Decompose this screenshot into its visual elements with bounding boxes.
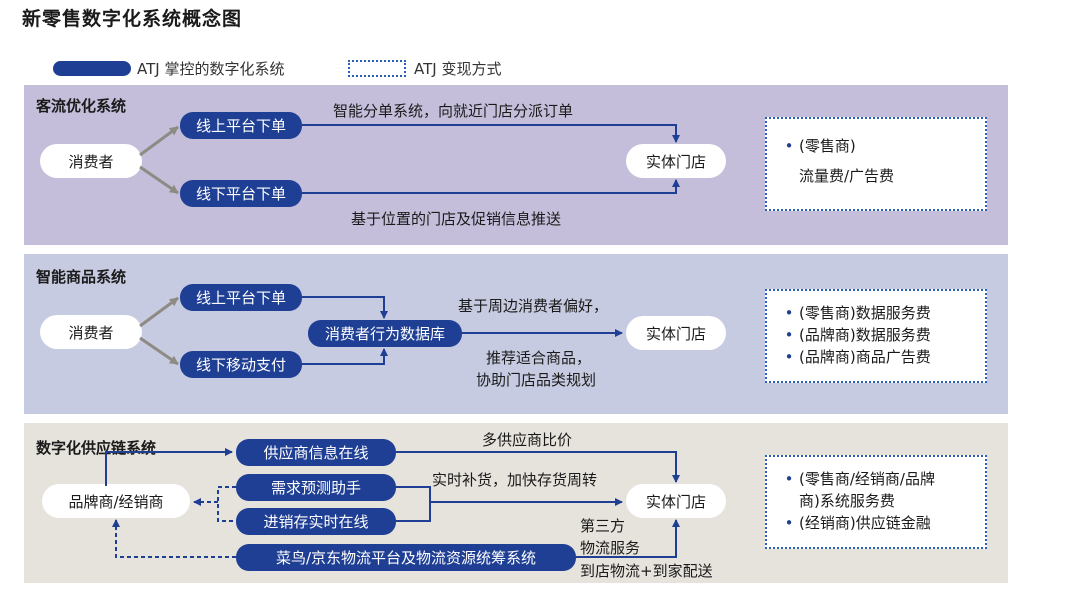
logistics-service-label: 物流服务 bbox=[580, 539, 641, 557]
preference-label: 基于周边消费者偏好， bbox=[458, 297, 609, 315]
bullet-icon: • bbox=[784, 326, 794, 344]
realtime-restock-label: 实时补货，加快存货周转 bbox=[432, 471, 598, 489]
flow-arrow bbox=[576, 519, 680, 558]
legend-dotted: ATJ 变现方式 bbox=[348, 58, 501, 79]
offline-order-node: 线下平台下单 bbox=[180, 180, 302, 207]
revenue-box-traffic: •(零售商) 流量费/广告费 bbox=[765, 117, 987, 211]
physical-store-node: 实体门店 bbox=[626, 144, 726, 178]
bullet-icon: • bbox=[784, 514, 794, 532]
consumer-node: 消费者 bbox=[40, 315, 142, 349]
recommend-label: 推荐适合商品， bbox=[486, 349, 592, 367]
panel-title-traffic: 客流优化系统 bbox=[36, 97, 127, 115]
inventory-realtime-node: 进销存实时在线 bbox=[236, 508, 396, 535]
delivery-label: 到店物流+到家配送 bbox=[580, 562, 713, 580]
revenue-box-supply-chain: •(零售商/经销商/品牌 商)系统服务费 •(经销商)供应链金融 bbox=[765, 455, 987, 549]
gray-arrow bbox=[139, 125, 179, 157]
logistics-platform-node: 菜鸟/京东物流平台及物流资源统筹系统 bbox=[236, 544, 576, 571]
brand-distributor-node: 品牌商/经销商 bbox=[42, 484, 190, 518]
legend-solid-label: ATJ 掌控的数字化系统 bbox=[137, 60, 285, 78]
bullet-icon: • bbox=[784, 348, 794, 366]
bullet-icon: • bbox=[784, 137, 794, 155]
revenue-box-merchandise: •(零售商)数据服务费 •(品牌商)数据服务费 •(品牌商)商品广告费 bbox=[765, 289, 987, 383]
online-order-node: 线上平台下单 bbox=[180, 284, 302, 311]
flow-arrow bbox=[302, 348, 388, 365]
revenue-item: •(经销商)供应链金融 bbox=[779, 512, 975, 534]
dashed-feedback bbox=[217, 486, 236, 522]
bullet-icon: • bbox=[784, 304, 794, 322]
flow-arrow bbox=[396, 451, 680, 483]
revenue-item: •(零售商)数据服务费 bbox=[779, 302, 975, 324]
physical-store-node: 实体门店 bbox=[626, 484, 726, 518]
legend-solid: ATJ 掌控的数字化系统 bbox=[53, 58, 284, 79]
category-planning-label: 协助门店品类规划 bbox=[476, 371, 597, 389]
dashed-feedback bbox=[112, 519, 236, 558]
legend-solid-swatch bbox=[53, 61, 131, 76]
smart-dispatch-label: 智能分单系统，向就近门店分派订单 bbox=[333, 102, 574, 120]
revenue-item: •(品牌商)商品广告费 bbox=[779, 346, 975, 368]
flow-arrow bbox=[105, 448, 233, 486]
revenue-item: •(零售商) bbox=[779, 135, 975, 157]
revenue-item: 流量费/广告费 bbox=[799, 167, 895, 185]
demand-forecast-node: 需求预测助手 bbox=[236, 474, 396, 501]
gray-arrow bbox=[139, 336, 179, 366]
revenue-item: •(零售商/经销商/品牌 bbox=[779, 468, 975, 490]
gray-arrow bbox=[139, 165, 179, 195]
panel-title-merchandise: 智能商品系统 bbox=[36, 268, 127, 286]
flow-arrow bbox=[302, 179, 680, 194]
flow-arrow bbox=[302, 124, 680, 143]
consumer-node: 消费者 bbox=[40, 144, 142, 178]
mobile-payment-node: 线下移动支付 bbox=[180, 351, 302, 378]
consumer-behavior-database-node: 消费者行为数据库 bbox=[308, 320, 462, 347]
multi-supplier-label: 多供应商比价 bbox=[482, 431, 573, 449]
legend-dotted-swatch bbox=[348, 60, 406, 77]
third-party-label: 第三方 bbox=[580, 517, 626, 535]
gray-arrow bbox=[139, 296, 179, 328]
physical-store-node: 实体门店 bbox=[626, 316, 726, 350]
location-push-label: 基于位置的门店及促销信息推送 bbox=[351, 210, 562, 228]
revenue-item: •(品牌商)数据服务费 bbox=[779, 324, 975, 346]
legend-dotted-label: ATJ 变现方式 bbox=[414, 60, 502, 78]
page-title: 新零售数字化系统概念图 bbox=[22, 8, 243, 30]
flow-bracket bbox=[396, 486, 431, 522]
flow-arrow bbox=[302, 296, 388, 319]
bullet-icon: • bbox=[784, 470, 794, 488]
supplier-info-node: 供应商信息在线 bbox=[236, 439, 396, 466]
revenue-item: 商)系统服务费 bbox=[799, 492, 895, 510]
online-order-node: 线上平台下单 bbox=[180, 112, 302, 139]
